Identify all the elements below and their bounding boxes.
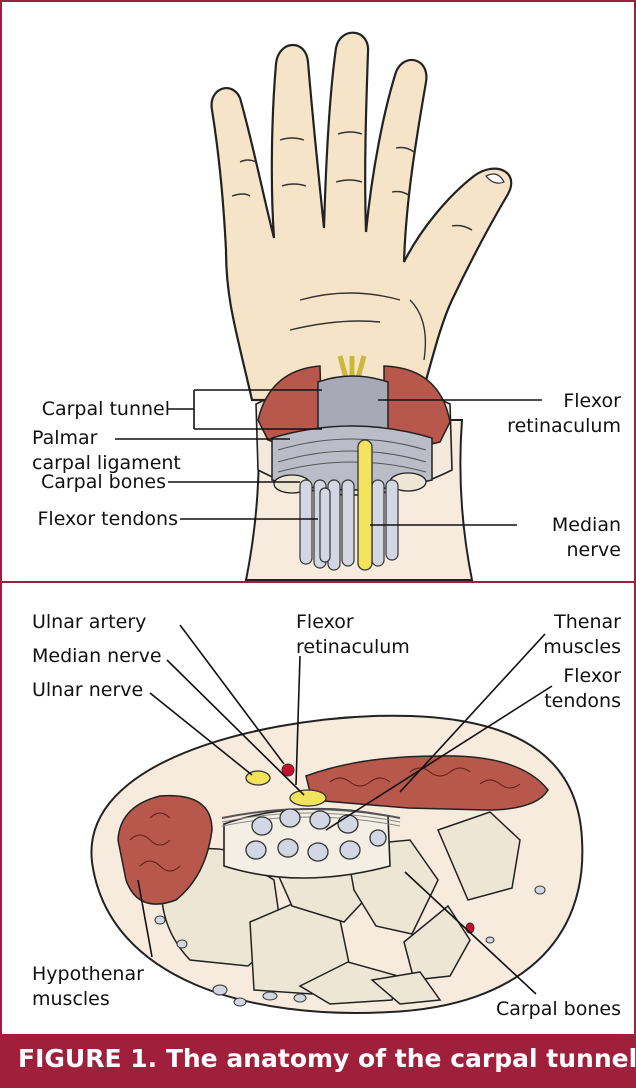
- label-ulnar-artery: Ulnar artery: [32, 611, 146, 634]
- label-flexor-tendons-bottom-1: Flexor: [563, 665, 621, 688]
- median-nerve-top: [358, 440, 372, 570]
- label-palmar-line1: Palmar: [32, 427, 98, 450]
- label-carpal-bones-top: Carpal bones: [41, 471, 166, 494]
- label-median-nerve-bottom: Median nerve: [32, 645, 162, 668]
- label-carpal-tunnel: Carpal tunnel: [42, 398, 170, 421]
- label-hypothenar-2: muscles: [32, 988, 110, 1011]
- label-flexor-retinaculum-top-2: retinaculum: [507, 415, 621, 438]
- median-nerve-cross: [290, 790, 326, 806]
- label-thenar-2: muscles: [543, 636, 621, 659]
- label-hypothenar-1: Hypothenar: [32, 963, 144, 986]
- hand-illustration: [115, 33, 542, 580]
- label-carpal-bones-bottom: Carpal bones: [496, 998, 621, 1021]
- label-flexor-retinaculum-top-1: Flexor: [563, 390, 621, 413]
- label-flexor-tendons-top: Flexor tendons: [37, 508, 178, 531]
- label-flexor-retinaculum-bottom-1: Flexor: [296, 611, 354, 634]
- label-flexor-retinaculum-bottom-2: retinaculum: [296, 636, 410, 659]
- label-ulnar-nerve: Ulnar nerve: [32, 679, 143, 702]
- label-flexor-tendons-bottom-2: tendons: [544, 690, 621, 713]
- label-median-nerve-top-1: Median: [552, 514, 621, 537]
- hand-palm: [212, 33, 512, 400]
- label-median-nerve-top-2: nerve: [567, 539, 621, 562]
- cross-section-illustration: [91, 625, 582, 1013]
- label-thenar-1: Thenar: [554, 611, 621, 634]
- figure-caption: FIGURE 1. The anatomy of the carpal tunn…: [18, 1044, 636, 1073]
